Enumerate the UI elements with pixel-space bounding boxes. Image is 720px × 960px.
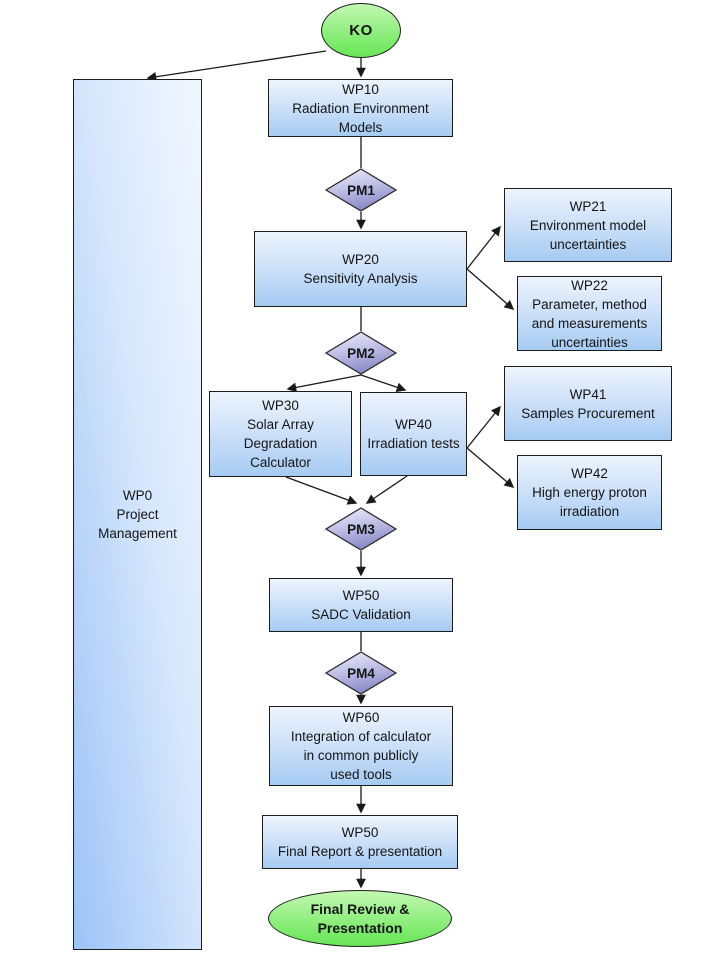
- node-wp50: WP50 SADC Validation: [269, 578, 453, 632]
- node-wp41-label: WP41 Samples Procurement: [521, 386, 655, 421]
- connector-wp40-wp42: [466, 447, 515, 488]
- diamond-shape: [325, 507, 397, 551]
- node-wp50-final-label: WP50 Final Report & presentation: [277, 825, 443, 859]
- node-pm3-milestone: PM3: [325, 507, 397, 551]
- node-wp42: WP42 High energy proton irradiation: [517, 455, 662, 530]
- node-wp30-label: WP30 Solar Array Degradation Calculator: [243, 398, 318, 470]
- connector-wp20-wp21: [466, 225, 501, 270]
- node-wp22-label: WP22 Parameter, method and measurements …: [531, 277, 648, 350]
- node-pm1-label: PM1: [347, 182, 375, 198]
- node-final-review-label: Final Review & Presentation: [310, 900, 410, 936]
- node-wp10: WP10 Radiation Environment Models: [268, 79, 453, 137]
- node-final-review-end: Final Review & Presentation: [268, 890, 452, 947]
- node-wp0-label: WP0 Project Management: [98, 488, 177, 541]
- node-pm2-milestone: PM2: [325, 331, 397, 375]
- node-pm3-label: PM3: [347, 521, 375, 537]
- connector-pm2-wp30: [286, 374, 362, 393]
- diamond-shape: [325, 168, 397, 212]
- connector-wp40-pm3: [365, 475, 408, 504]
- node-wp40: WP40 Irradiation tests: [360, 392, 467, 476]
- diamond-shape: [325, 331, 397, 375]
- node-wp22: WP22 Parameter, method and measurements …: [517, 276, 662, 351]
- node-wp20: WP20 Sensitivity Analysis: [254, 231, 467, 307]
- node-ko-start: KO: [321, 3, 401, 58]
- node-pm4-milestone: PM4: [325, 651, 397, 695]
- node-wp21-label: WP21 Environment model uncertainties: [529, 198, 647, 252]
- node-pm2-label: PM2: [347, 345, 375, 361]
- node-pm1-milestone: PM1: [325, 168, 397, 212]
- connector-pm2-wp40: [360, 374, 407, 392]
- node-wp0: WP0 Project Management: [73, 79, 202, 950]
- connector-ko-wp0: [146, 50, 327, 82]
- diamond-shape: [325, 651, 397, 695]
- node-pm4-label: PM4: [347, 665, 375, 681]
- connector-wp20-wp22: [466, 268, 515, 310]
- node-wp42-label: WP42 High energy proton irradiation: [532, 466, 647, 519]
- node-ko-label: KO: [349, 22, 373, 39]
- connector-wp30-pm3: [285, 476, 358, 505]
- node-wp50-final: WP50 Final Report & presentation: [262, 815, 458, 869]
- node-wp10-label: WP10 Radiation Environment Models: [292, 81, 429, 135]
- node-wp60: WP60 Integration of calculator in common…: [269, 706, 453, 786]
- node-wp41: WP41 Samples Procurement: [504, 366, 672, 441]
- node-wp20-label: WP20 Sensitivity Analysis: [303, 252, 418, 286]
- node-wp21: WP21 Environment model uncertainties: [504, 188, 672, 262]
- node-wp60-label: WP60 Integration of calculator in common…: [290, 710, 432, 782]
- connector-wp40-wp41: [466, 405, 501, 449]
- node-wp30: WP30 Solar Array Degradation Calculator: [209, 391, 352, 477]
- node-wp50-label: WP50 SADC Validation: [311, 588, 411, 622]
- node-wp40-label: WP40 Irradiation tests: [367, 417, 460, 451]
